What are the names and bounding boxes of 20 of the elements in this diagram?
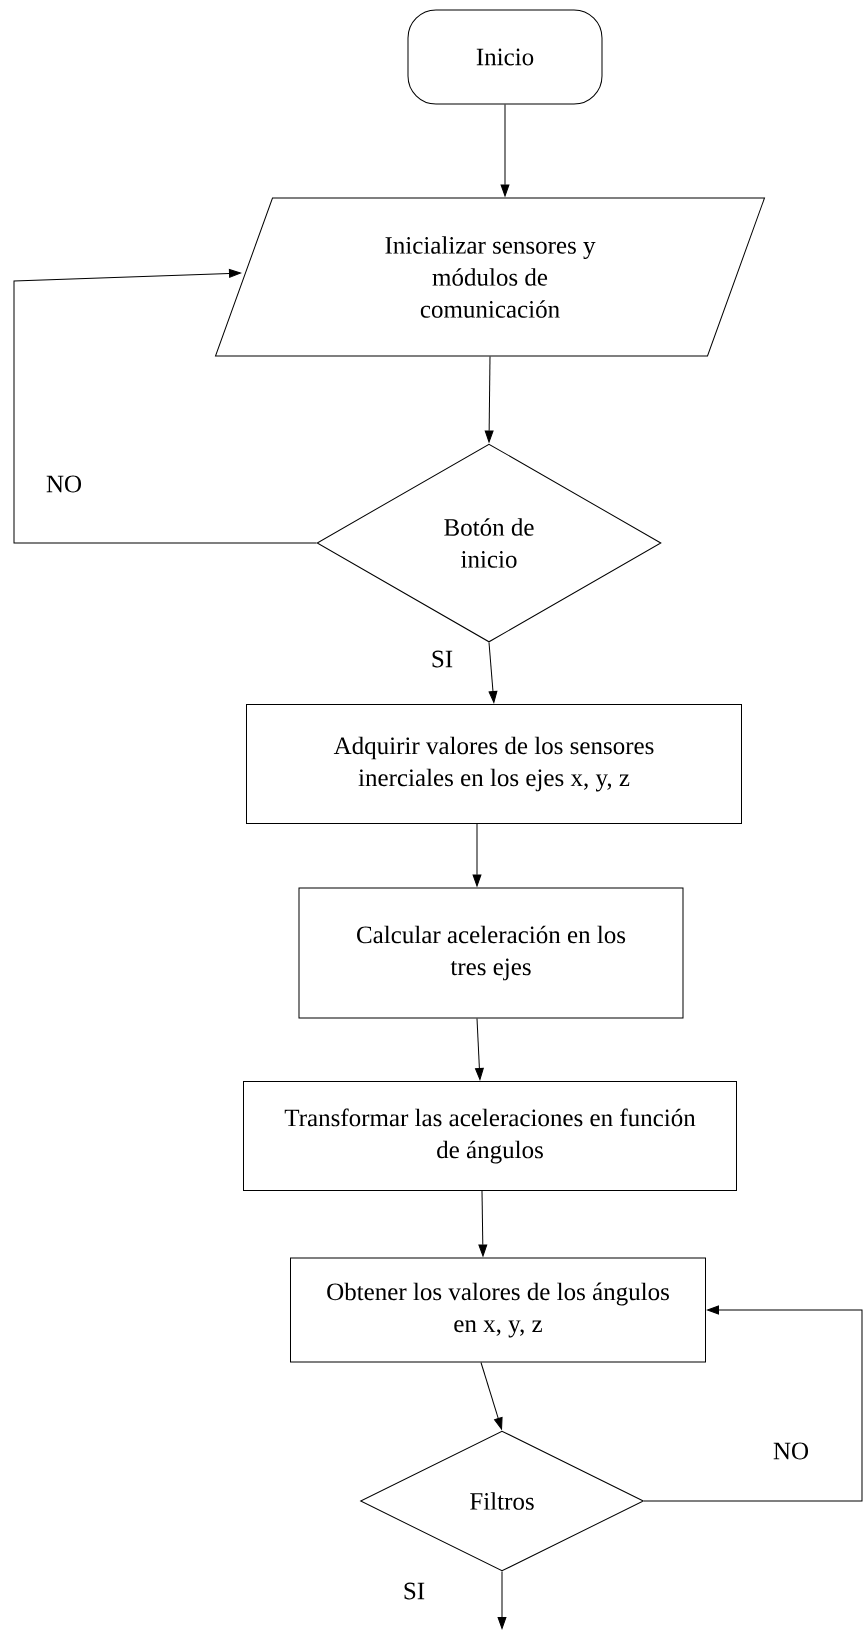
edge-label: SI	[428, 648, 456, 670]
process-box: Obtener los valores de los ángulos en x, y, z	[290, 1257, 706, 1363]
process-box: Adquirir valores de los sensores inerciales en los ejes x, y, z	[246, 704, 742, 824]
process-box: Calcular aceleración en los tres ejes	[298, 887, 684, 1019]
edge-label: NO	[43, 473, 85, 495]
process-box: Transformar las aceleraciones en función de ángulos	[243, 1081, 737, 1191]
arrow	[478, 1190, 488, 1257]
input-parallelogram: Inicializar sensores y módulos de comunicación	[215, 197, 765, 357]
arrow	[475, 1018, 484, 1080]
edge-label: SI	[400, 1580, 428, 1602]
arrow	[643, 1305, 863, 1502]
arrow	[13, 269, 317, 544]
edge-label: NO	[770, 1440, 812, 1462]
arrow	[472, 823, 482, 887]
arrow	[488, 642, 498, 703]
arrow	[500, 104, 510, 197]
arrow	[484, 356, 494, 443]
terminal-box: Inicio	[407, 9, 603, 105]
arrow	[497, 1571, 507, 1629]
arrow	[480, 1362, 503, 1430]
